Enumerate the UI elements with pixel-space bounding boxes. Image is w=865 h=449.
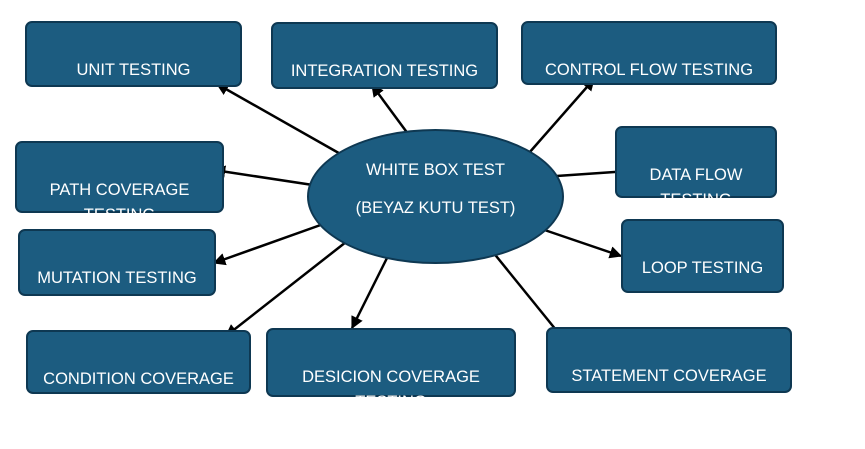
node-integration-testing: INTEGRATION TESTING — [271, 22, 498, 89]
node-label: DATA FLOW TESTING — [649, 166, 743, 209]
node-mutation-testing: MUTATION TESTING — [18, 229, 216, 296]
node-label: MUTATION TESTING — [37, 269, 197, 287]
center-node-white-box-test: WHITE BOX TEST (BEYAZ KUTU TEST) — [307, 129, 564, 264]
node-control-flow-testing: CONTROL FLOW TESTING — [521, 21, 777, 85]
node-label: STATEMENT COVERAGE TESTING — [571, 367, 767, 410]
node-label: INTEGRATION TESTING — [290, 62, 479, 80]
arrow-to-mutation — [212, 220, 330, 266]
node-data-flow-testing: DATA FLOW TESTING — [615, 126, 777, 209]
node-label: DESICION COVERAGE TESTING — [302, 368, 480, 411]
center-subtitle: (BEYAZ KUTU TEST) — [355, 199, 516, 217]
center-title: WHITE BOX TEST — [365, 161, 506, 179]
node-label: LOOP TESTING — [641, 259, 764, 277]
arrow-to-statement-coverage — [487, 245, 566, 342]
node-label: PATH COVERAGE TESTING — [49, 181, 190, 224]
node-path-coverage-testing: PATH COVERAGE TESTING — [15, 141, 224, 224]
node-statement-coverage-testing: STATEMENT COVERAGE TESTING — [546, 327, 792, 410]
arrow-to-desicion-coverage — [350, 247, 394, 330]
node-label: UNIT TESTING — [76, 61, 191, 79]
arrow-to-condition-coverage — [225, 241, 347, 337]
node-label: CONDITION COVERAGE TESTING — [43, 370, 234, 413]
arrow-to-control-flow — [528, 78, 595, 154]
node-loop-testing: LOOP TESTING — [621, 219, 784, 293]
node-label: CONTROL FLOW TESTING — [544, 61, 754, 79]
arrow-to-path-coverage — [212, 165, 327, 189]
node-unit-testing: UNIT TESTING — [25, 21, 242, 87]
node-desicion-coverage-testing: DESICION COVERAGE TESTING — [266, 328, 516, 411]
node-condition-coverage-testing: CONDITION COVERAGE TESTING — [26, 330, 251, 413]
arrow-to-unit — [215, 82, 345, 158]
